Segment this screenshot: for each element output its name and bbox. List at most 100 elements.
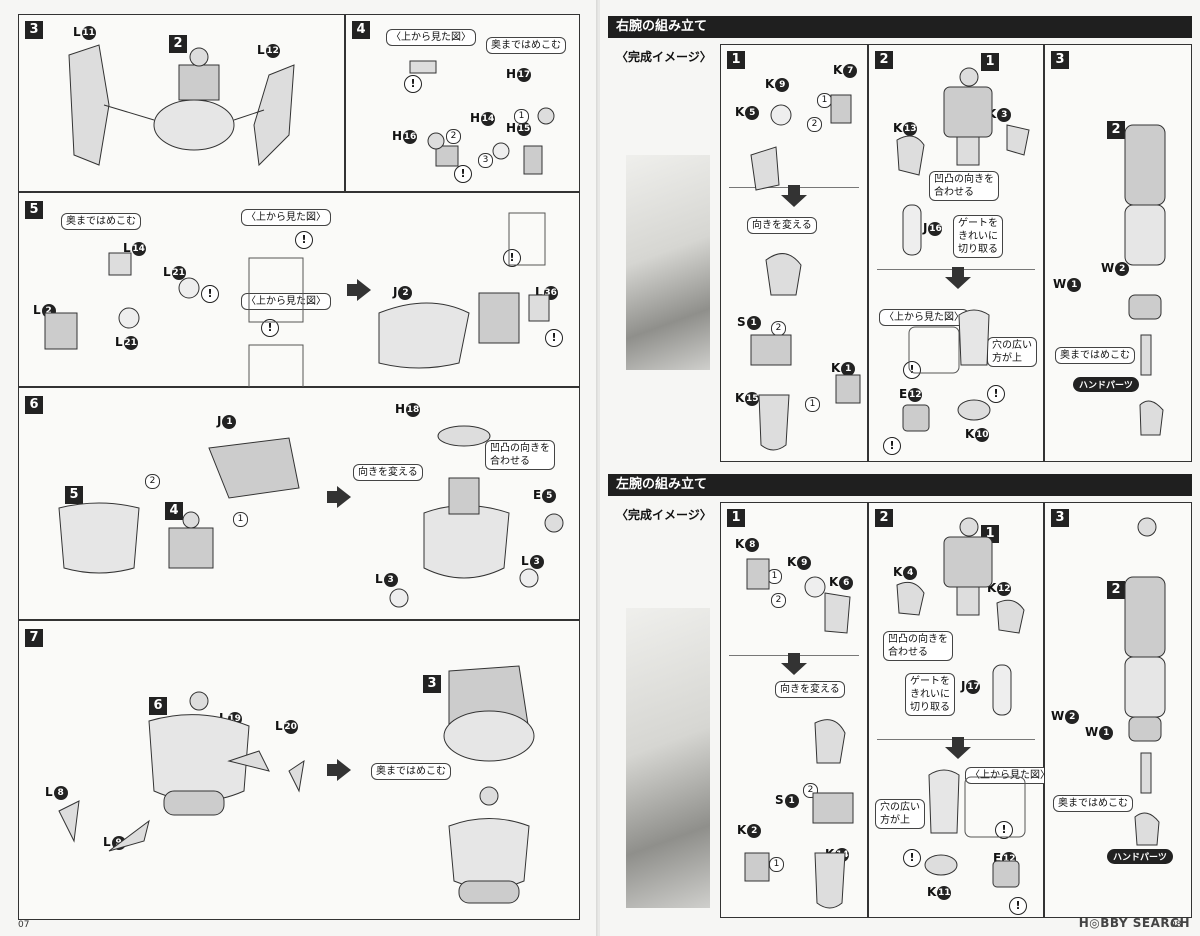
caution-mark: ! <box>454 165 472 183</box>
hip-joint-illustration <box>409 60 555 175</box>
step-number: 4 <box>352 21 370 39</box>
page-number-left: 07 <box>18 920 30 930</box>
caution-mark: ! <box>503 249 521 267</box>
upper-arm-illustration <box>896 517 1026 888</box>
caution-mark: ! <box>995 821 1013 839</box>
step-number: 3 <box>25 21 43 39</box>
gate-trim-callout: ゲートを きれいに 切り取る <box>953 215 1003 258</box>
left-arm-step-1-panel: 1 K8 K9 K6 1 2 向きを変える S1 K2 K14 2 1 <box>720 502 868 918</box>
sequence-marker: 3 <box>478 153 493 168</box>
hand-parts-label: ハンドパーツ <box>1073 377 1139 392</box>
caution-mark: ! <box>545 329 563 347</box>
align-callout: 凹凸の向きを 合わせる <box>883 631 953 661</box>
waist-assembly-illustration <box>58 425 564 608</box>
proceed-arrow <box>327 486 351 508</box>
turn-callout: 向きを変える <box>775 681 845 698</box>
turn-callout: 向きを変える <box>747 217 817 234</box>
sub-assembly-ref: 5 <box>65 486 83 504</box>
top-view-callout: 〈上から見た図〉 <box>241 209 331 226</box>
sub-assembly-ref: 3 <box>423 675 441 693</box>
step-number: 3 <box>1051 509 1069 527</box>
push-in-callout: 奥まではめこむ <box>61 213 141 230</box>
step-number: 7 <box>25 629 43 647</box>
body-join-illustration <box>58 665 535 904</box>
step-number: 2 <box>875 51 893 69</box>
sequence-marker: 2 <box>145 474 160 489</box>
elbow-parts-illustration <box>750 94 861 451</box>
push-in-callout: 奥まではめこむ <box>371 763 451 780</box>
wide-hole-callout: 穴の広い 方が上 <box>987 337 1037 367</box>
push-in-callout: 奥まではめこむ <box>1053 795 1133 812</box>
watermark-brand: H◎BBY SEARCH <box>1078 916 1190 930</box>
proceed-arrow <box>327 759 351 781</box>
completed-image-label: 〈完成イメージ〉 <box>616 508 712 522</box>
upper-arm-illustration <box>896 67 1030 432</box>
sub-assembly-ref: 6 <box>149 697 167 715</box>
down-arrow <box>945 267 971 289</box>
caution-mark: ! <box>987 385 1005 403</box>
step-number: 5 <box>25 201 43 219</box>
step-number: 6 <box>25 396 43 414</box>
page-gutter <box>596 0 602 936</box>
completed-image-label: 〈完成イメージ〉 <box>616 50 712 64</box>
align-callout: 凹凸の向きを 合わせる <box>485 440 555 470</box>
sequence-marker: 2 <box>807 117 822 132</box>
sequence-marker: 1 <box>233 512 248 527</box>
sub-assembly-ref: 2 <box>1107 581 1125 599</box>
caution-mark: ! <box>261 319 279 337</box>
step-number: 1 <box>727 51 745 69</box>
caution-mark: ! <box>903 361 921 379</box>
sequence-marker: 2 <box>771 593 786 608</box>
torso-part-illustration <box>68 44 295 167</box>
caution-mark: ! <box>883 437 901 455</box>
turn-callout: 向きを変える <box>353 464 423 481</box>
sub-assembly-ref: 1 <box>981 53 999 71</box>
push-in-callout: 奥まではめこむ <box>1055 347 1135 364</box>
caution-mark: ! <box>404 75 422 93</box>
page-number-right: 08 <box>1170 920 1182 930</box>
arm-hand-illustration <box>1124 124 1166 436</box>
sub-assembly-ref: 2 <box>169 35 187 53</box>
waist-parts-illustration <box>44 212 550 392</box>
elbow-parts-illustration <box>744 558 854 909</box>
completed-arm-photo <box>626 155 710 370</box>
caution-mark: ! <box>295 231 313 249</box>
right-arm-section-title: 右腕の組み立て <box>608 16 1192 38</box>
caution-mark: ! <box>1009 897 1027 915</box>
proceed-arrow <box>347 279 371 301</box>
